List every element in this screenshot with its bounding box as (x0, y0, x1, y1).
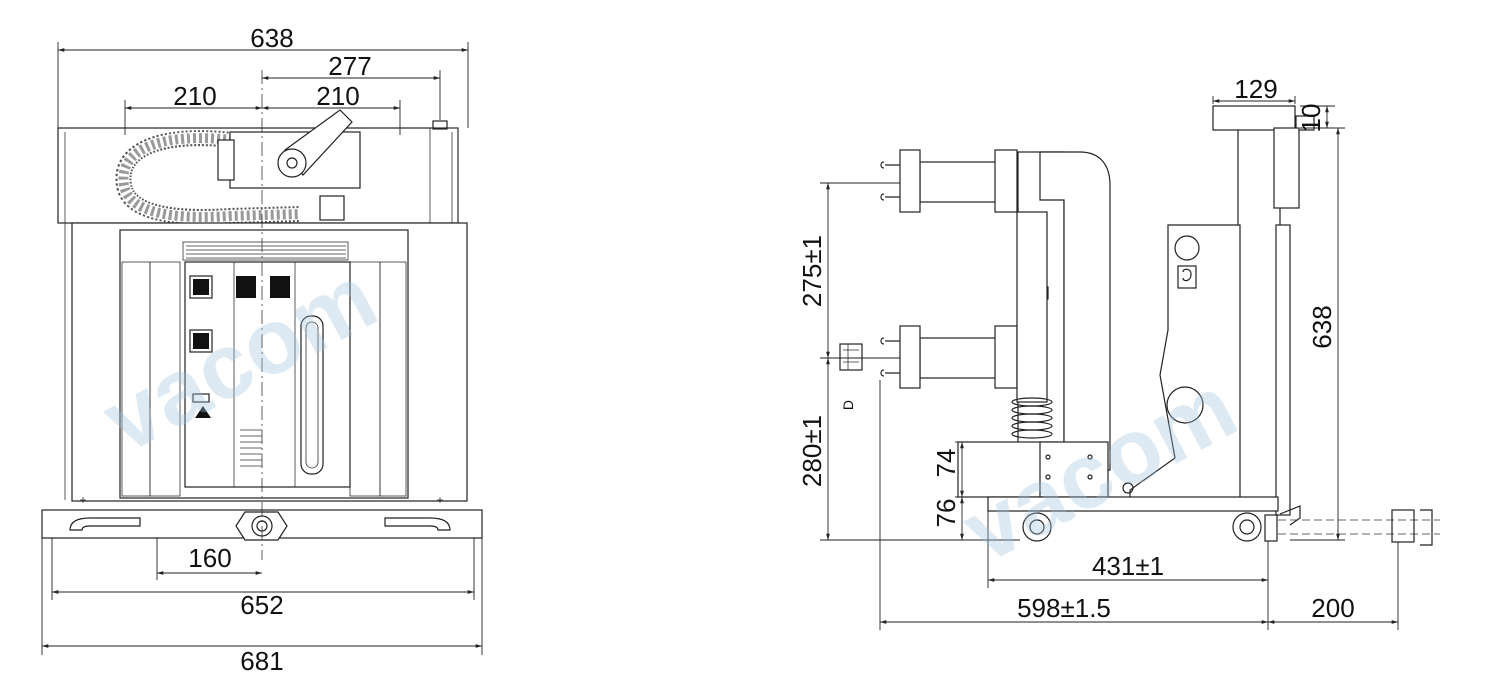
spring (1011, 397, 1053, 439)
rear-wheel (1232, 512, 1262, 542)
rear-upright (1237, 127, 1281, 509)
front-view (41, 70, 483, 560)
dim-overall-top: 638 (250, 23, 293, 53)
close-button (236, 276, 256, 298)
counter (192, 393, 210, 403)
dim-base-outer: 681 (240, 646, 283, 676)
extension-stop (1391, 509, 1415, 543)
dim-overall-depth: 598±1.5 (1017, 593, 1111, 623)
charging-slot (300, 315, 324, 475)
contact-detail (839, 343, 863, 371)
front-wheel (1022, 512, 1052, 542)
dim-top-width: 129 (1234, 74, 1277, 104)
dim-height: 638 (1307, 305, 1337, 348)
open-button (270, 276, 290, 298)
dim-lower-height: 280±1 (797, 415, 827, 487)
dim-extension: 200 (1311, 593, 1354, 623)
dim-wheel-spacing: 160 (188, 543, 231, 573)
flexible-hose (115, 130, 301, 225)
dim-upper-pitch: 275±1 (797, 235, 827, 307)
dim-wheel-track: 431±1 (1092, 551, 1164, 581)
side-view: D (839, 105, 1440, 546)
drive-nut (235, 511, 288, 541)
dim-left-half: 210 (173, 81, 216, 111)
dim-wheel-height: 76 (931, 499, 961, 528)
dim-right-half: 210 (316, 81, 359, 111)
front-dimensions: 638 277 210 210 160 652 681 (41, 23, 483, 676)
mechanism-housing (1129, 224, 1241, 509)
truck-frame (987, 496, 1279, 512)
dim-box-height: 74 (931, 449, 961, 478)
contact-label: D (840, 400, 856, 410)
dim-offset-right: 277 (328, 51, 371, 81)
upper-contact-arm (919, 161, 1001, 203)
dim-base-inner: 652 (240, 590, 283, 620)
lower-contact-arm (919, 337, 1001, 379)
side-dimensions: 129 10 638 275±1 280±1 74 76 431±1 598±1… (797, 74, 1399, 630)
